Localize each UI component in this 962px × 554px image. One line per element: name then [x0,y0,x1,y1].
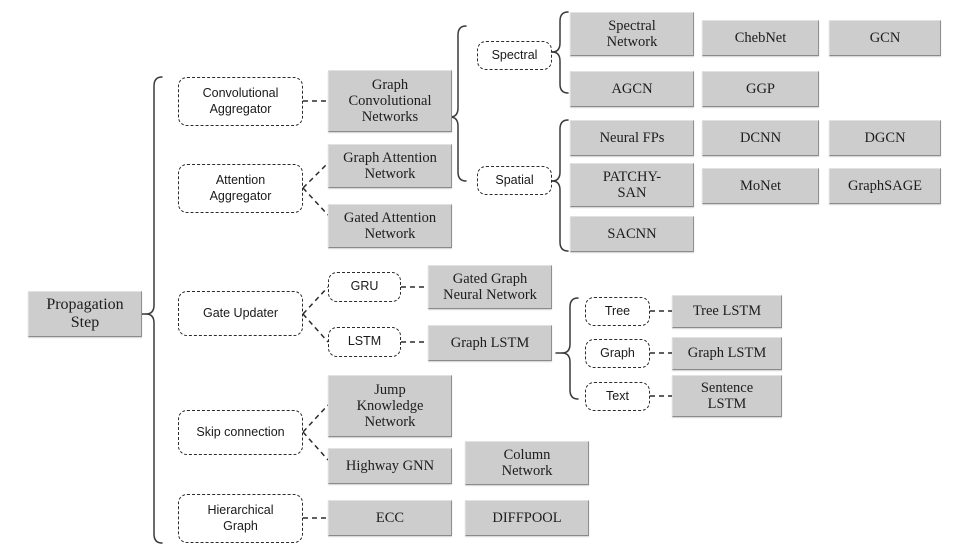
node-propagation-step[interactable]: Propagation Step [28,291,142,337]
node-patchy-san[interactable]: PATCHY- SAN [570,163,694,207]
node-text[interactable]: Text [585,382,650,411]
node-gcn[interactable]: GCN [829,20,941,56]
node-sacnn[interactable]: SACNN [570,216,694,252]
node-dgcn[interactable]: DGCN [829,120,941,156]
link-attn-gat [302,162,329,189]
node-spectral-network[interactable]: Spectral Network [570,12,694,56]
node-gate-updater[interactable]: Gate Updater [178,291,303,336]
node-graph-lstm-variant[interactable]: Graph LSTM [672,337,782,370]
brace-lstm-variants [561,297,579,400]
node-lstm[interactable]: LSTM [328,327,401,357]
node-ggp[interactable]: GGP [702,71,819,107]
node-spatial[interactable]: Spatial [477,166,552,195]
node-diffpool[interactable]: DIFFPOOL [465,500,589,536]
node-gru[interactable]: GRU [328,272,401,302]
node-gated-graph-neural-network[interactable]: Gated Graph Neural Network [428,265,552,309]
node-gated-attention-network[interactable]: Gated Attention Network [328,204,452,248]
node-graph-convolutional-networks[interactable]: Graph Convolutional Networks [328,70,452,132]
node-agcn[interactable]: AGCN [570,71,694,107]
node-column-network[interactable]: Column Network [465,441,589,485]
node-chebnet[interactable]: ChebNet [702,20,819,56]
node-dcnn[interactable]: DCNN [702,120,819,156]
brace-root [145,76,163,544]
node-graphsage[interactable]: GraphSAGE [829,168,941,204]
node-hierarchical-graph[interactable]: Hierarchical Graph [178,494,303,543]
node-sentence-lstm[interactable]: Sentence LSTM [672,375,782,417]
link-skip-jump [302,404,329,433]
node-tree[interactable]: Tree [585,297,650,326]
node-convolutional-aggregator[interactable]: Convolutional Aggregator [178,77,303,126]
node-highway-gnn[interactable]: Highway GNN [328,448,452,484]
brace-gcn-types [449,25,467,182]
brace-spectral [551,11,569,94]
node-monet[interactable]: MoNet [702,168,819,204]
node-graph-attention-network[interactable]: Graph Attention Network [328,144,452,188]
brace-spatial [551,119,569,252]
node-neural-fps[interactable]: Neural FPs [570,120,694,156]
node-tree-lstm[interactable]: Tree LSTM [672,295,782,328]
node-graph-lstm[interactable]: Graph LSTM [428,325,552,361]
node-graph[interactable]: Graph [585,339,650,368]
node-spectral[interactable]: Spectral [477,41,552,70]
link-gate-lstm [302,313,329,343]
link-attn-gated [302,187,329,216]
node-ecc[interactable]: ECC [328,500,452,536]
link-skip-highway [302,431,329,461]
node-jump-knowledge-network[interactable]: Jump Knowledge Network [328,375,452,437]
node-skip-connection[interactable]: Skip connection [178,410,303,455]
node-attention-aggregator[interactable]: Attention Aggregator [178,164,303,213]
link-gate-gru [302,286,329,315]
